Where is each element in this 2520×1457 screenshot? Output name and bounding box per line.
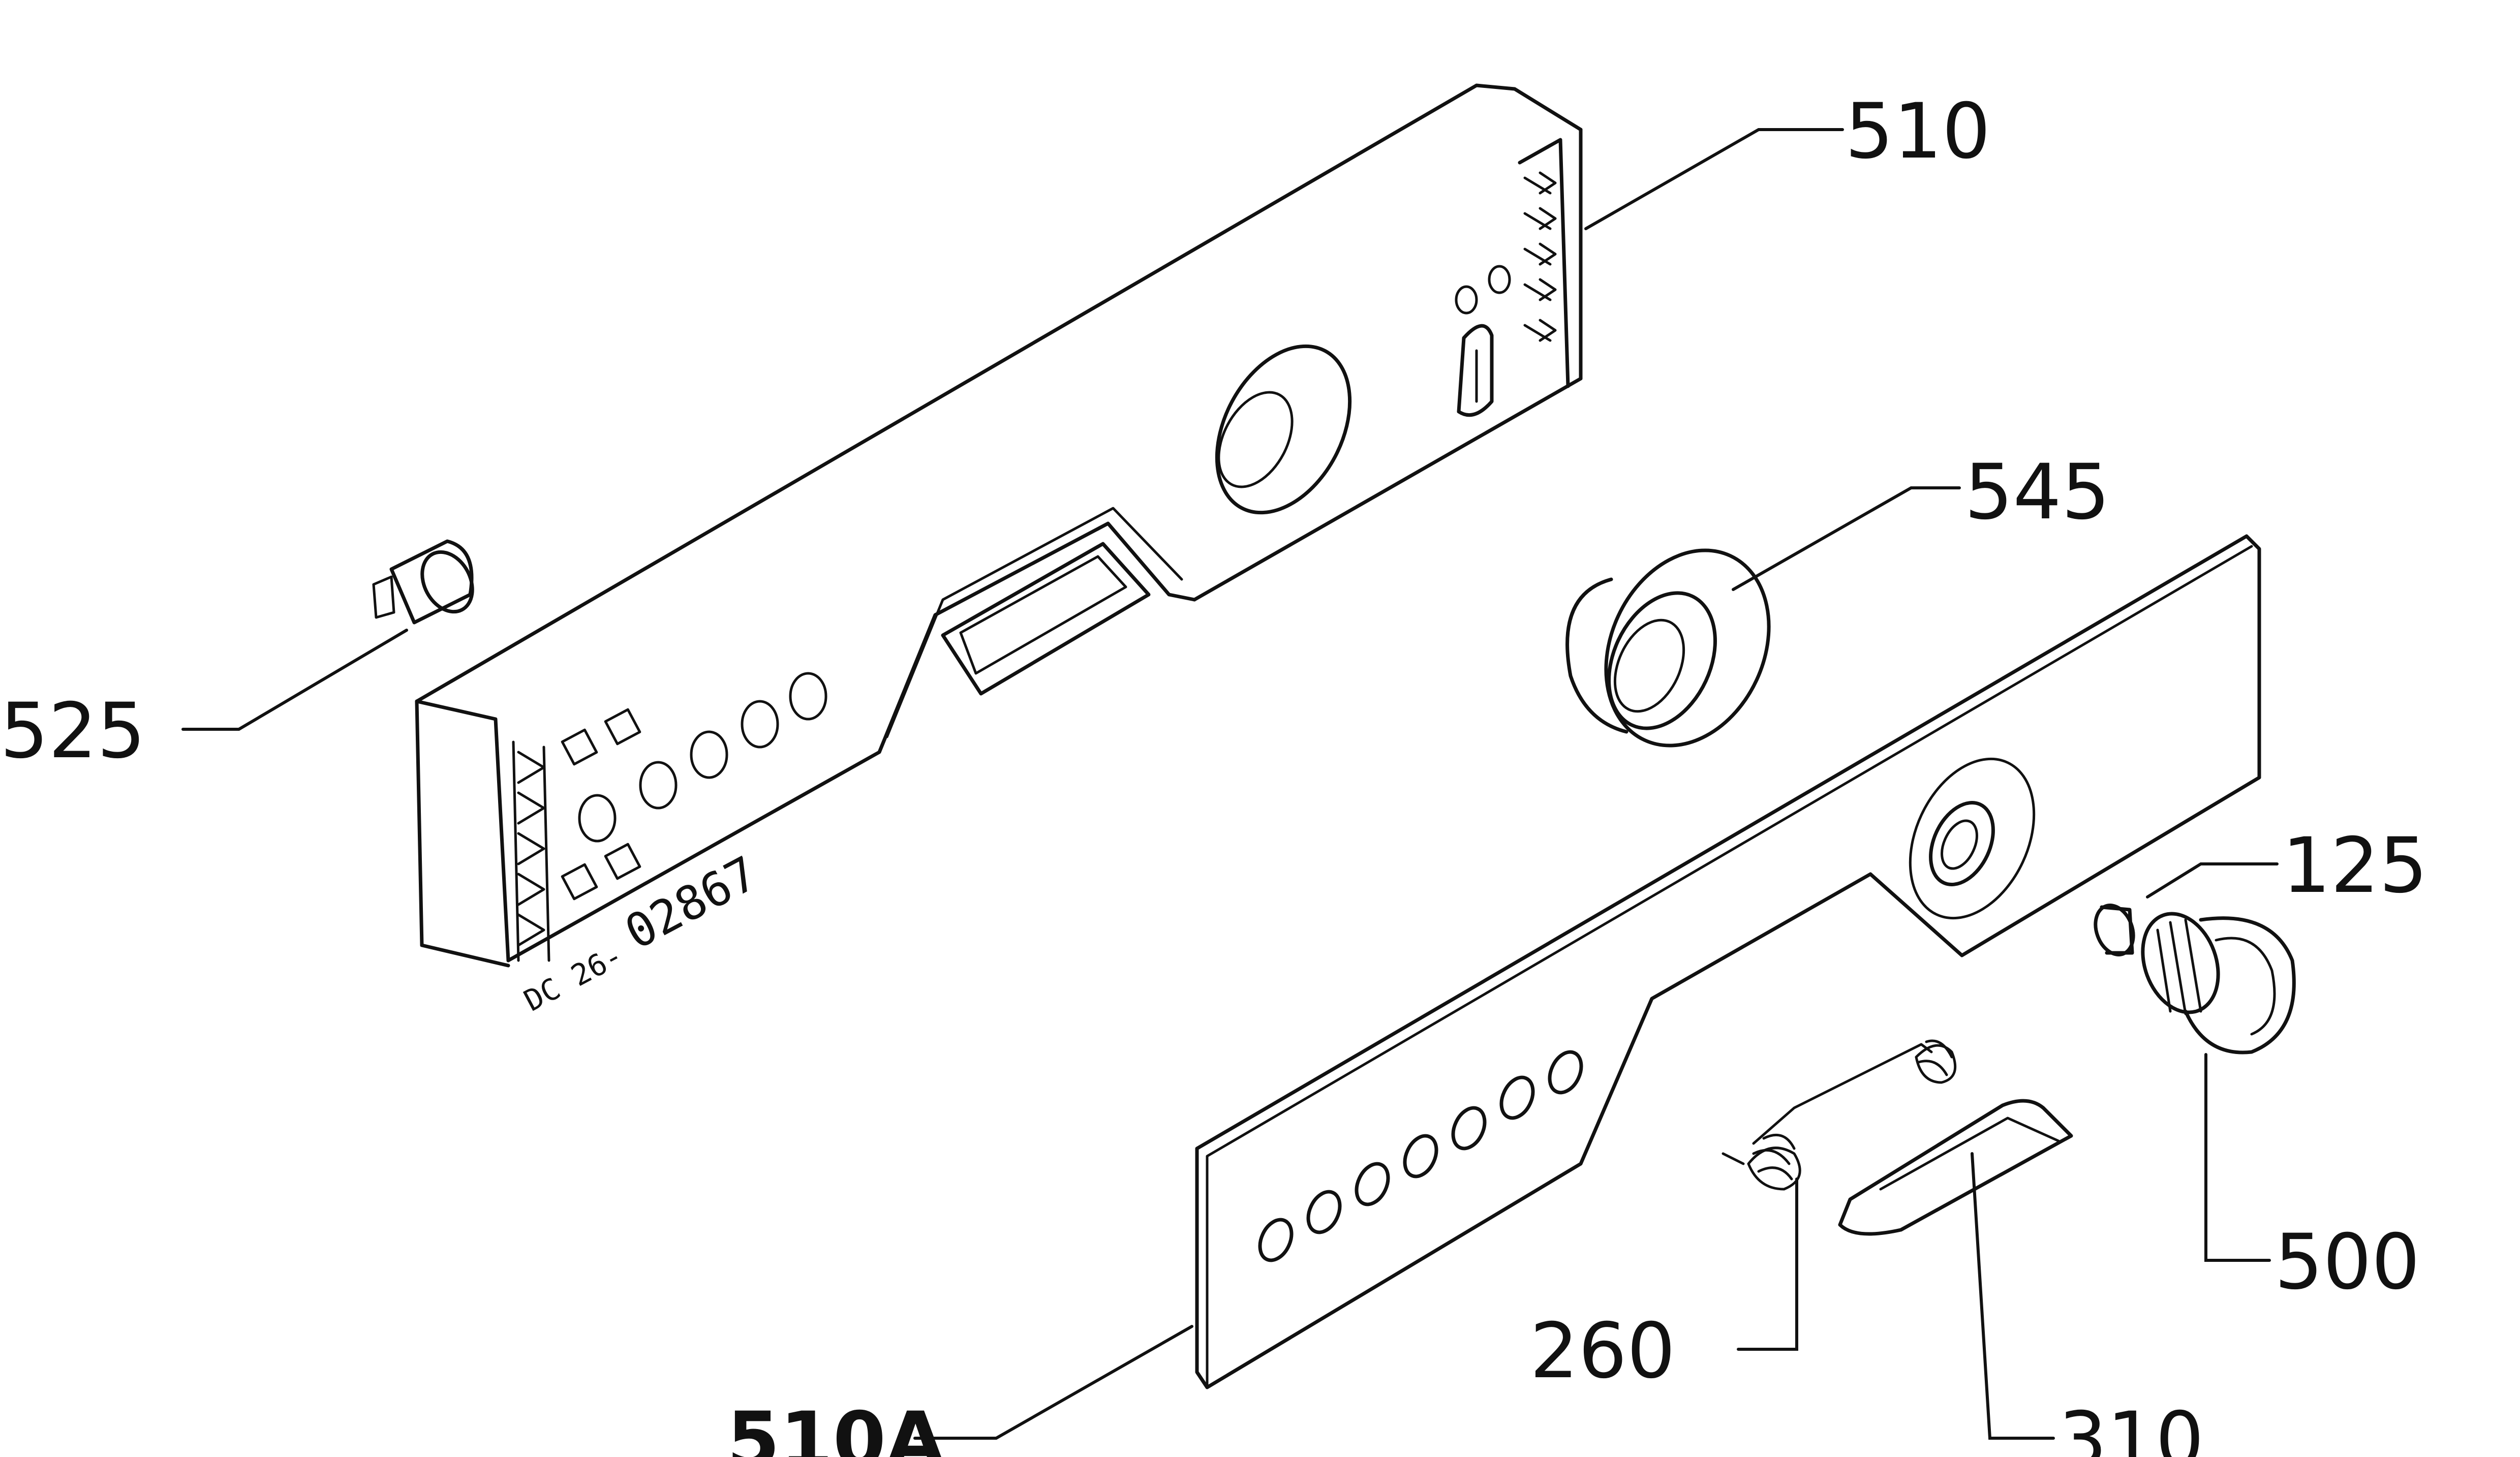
leader-260 bbox=[1737, 1177, 1798, 1351]
selector-knob-500 bbox=[2141, 912, 2296, 1055]
callout-510A: 510A bbox=[727, 1396, 945, 1457]
indicator-lamp-525 bbox=[372, 539, 474, 625]
leader-545 bbox=[1732, 486, 1961, 591]
handle-button-310 bbox=[1838, 1099, 2073, 1236]
callout-125: 125 bbox=[2282, 822, 2427, 910]
callout-525: 525 bbox=[0, 687, 145, 776]
leader-510A bbox=[913, 1325, 1193, 1440]
callout-labels: 510 545 525 125 500 260 310 510A bbox=[0, 87, 2427, 1457]
control-panel-housing-510 bbox=[415, 83, 1583, 968]
knob-bushing-545 bbox=[1565, 548, 1771, 748]
leader-310 bbox=[1971, 1152, 2055, 1440]
leader-525 bbox=[181, 629, 408, 731]
springs-260 bbox=[1722, 1039, 1957, 1191]
callout-500: 500 bbox=[2275, 1218, 2420, 1307]
leader-125 bbox=[2146, 862, 2279, 898]
leader-lines bbox=[181, 128, 2279, 1440]
callout-260: 260 bbox=[1530, 1307, 1675, 1396]
leader-500 bbox=[2204, 1053, 2271, 1262]
leader-510 bbox=[1584, 128, 1844, 230]
knob-insert-125 bbox=[2094, 904, 2135, 956]
callout-310: 310 bbox=[2058, 1396, 2204, 1457]
callout-545: 545 bbox=[1964, 448, 2110, 537]
callout-510: 510 bbox=[1845, 87, 1990, 176]
panel-fascia-510A bbox=[1195, 534, 2261, 1389]
part-stamp-prefix: DC 26- bbox=[518, 938, 629, 1018]
